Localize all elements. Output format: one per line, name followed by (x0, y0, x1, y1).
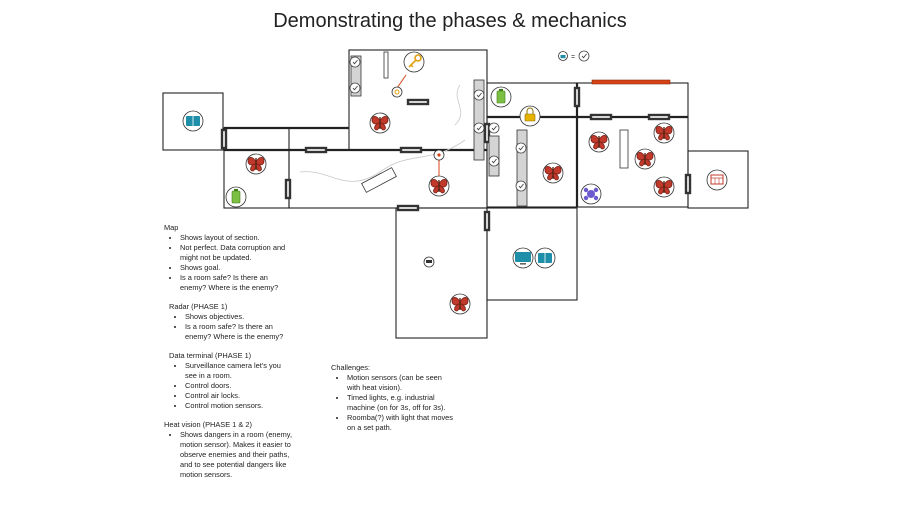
room-terminal (486, 207, 578, 301)
note-item: Control air locks. (185, 391, 294, 401)
doors[interactable] (220, 86, 692, 232)
sensor-node-icon (433, 149, 445, 161)
notes-challenges: Challenges: Motion sensors (can be seen … (331, 363, 456, 433)
note-terminal: Data terminal (PHASE 1) Surveillance cam… (164, 351, 294, 411)
battery-icon[interactable] (490, 86, 512, 108)
pillar (473, 79, 485, 161)
note-item: Is a room safe? Is there an enemy? Where… (185, 322, 294, 342)
data-terminal-icon[interactable] (534, 247, 556, 269)
roomba-icon (580, 183, 602, 205)
pillar (350, 55, 362, 97)
padlock-icon[interactable] (519, 105, 541, 127)
note-item: Shows objectives. (185, 312, 294, 322)
page-title: Demonstrating the phases & mechanics (273, 10, 627, 32)
data-terminal-icon[interactable] (182, 110, 204, 132)
legend: = (558, 50, 590, 62)
motion-sensor-icon (578, 50, 590, 62)
note-heading: Data terminal (PHASE 1) (169, 351, 252, 360)
notes-column-left: Map Shows layout of section. Not perfect… (164, 223, 294, 480)
note-item: Shows dangers in a room (enemy, motion s… (180, 430, 294, 480)
note-item: Timed lights, e.g. industrial machine (o… (347, 393, 456, 413)
room-south (395, 207, 488, 339)
battery-icon[interactable] (225, 186, 247, 208)
crate (361, 167, 397, 193)
note-heading: Challenges: (331, 363, 371, 372)
legend-equals: = (571, 54, 575, 61)
note-item: Control motion sensors. (185, 401, 294, 411)
note-map: Map Shows layout of section. Not perfect… (164, 223, 294, 293)
enemy-path (454, 84, 462, 126)
note-item: Shows goal. (180, 263, 294, 273)
note-item: Is a room safe? Is there an enemy? Where… (180, 273, 294, 293)
note-item: Motion sensors (can be seen with heat vi… (347, 373, 456, 393)
room-start (162, 92, 224, 151)
note-item: Shows layout of section. (180, 233, 294, 243)
note-heading: Heat vision (PHASE 1 & 2) (164, 420, 252, 429)
pillar (516, 129, 528, 207)
desk (619, 129, 629, 169)
computer-icon[interactable] (512, 247, 534, 269)
note-heading: Radar (PHASE 1) (169, 302, 228, 311)
key-icon[interactable] (403, 51, 425, 73)
note-item: Roomba(?) with light that moves on a set… (347, 413, 456, 433)
desk (383, 51, 389, 79)
note-item: Control doors. (185, 381, 294, 391)
timed-laser-barrier (591, 79, 671, 85)
note-heading: Map (164, 223, 179, 232)
key-slot-icon (391, 86, 403, 98)
surveillance-camera-icon (423, 256, 435, 268)
note-heat-vision: Heat vision (PHASE 1 & 2) Shows dangers … (164, 420, 294, 480)
note-radar: Radar (PHASE 1) Shows objectives. Is a r… (164, 302, 294, 342)
note-item: Surveillance camera let's you see in a r… (185, 361, 294, 381)
door-panel-icon[interactable] (706, 169, 728, 191)
note-item: Not perfect. Data corruption and might n… (180, 243, 294, 263)
